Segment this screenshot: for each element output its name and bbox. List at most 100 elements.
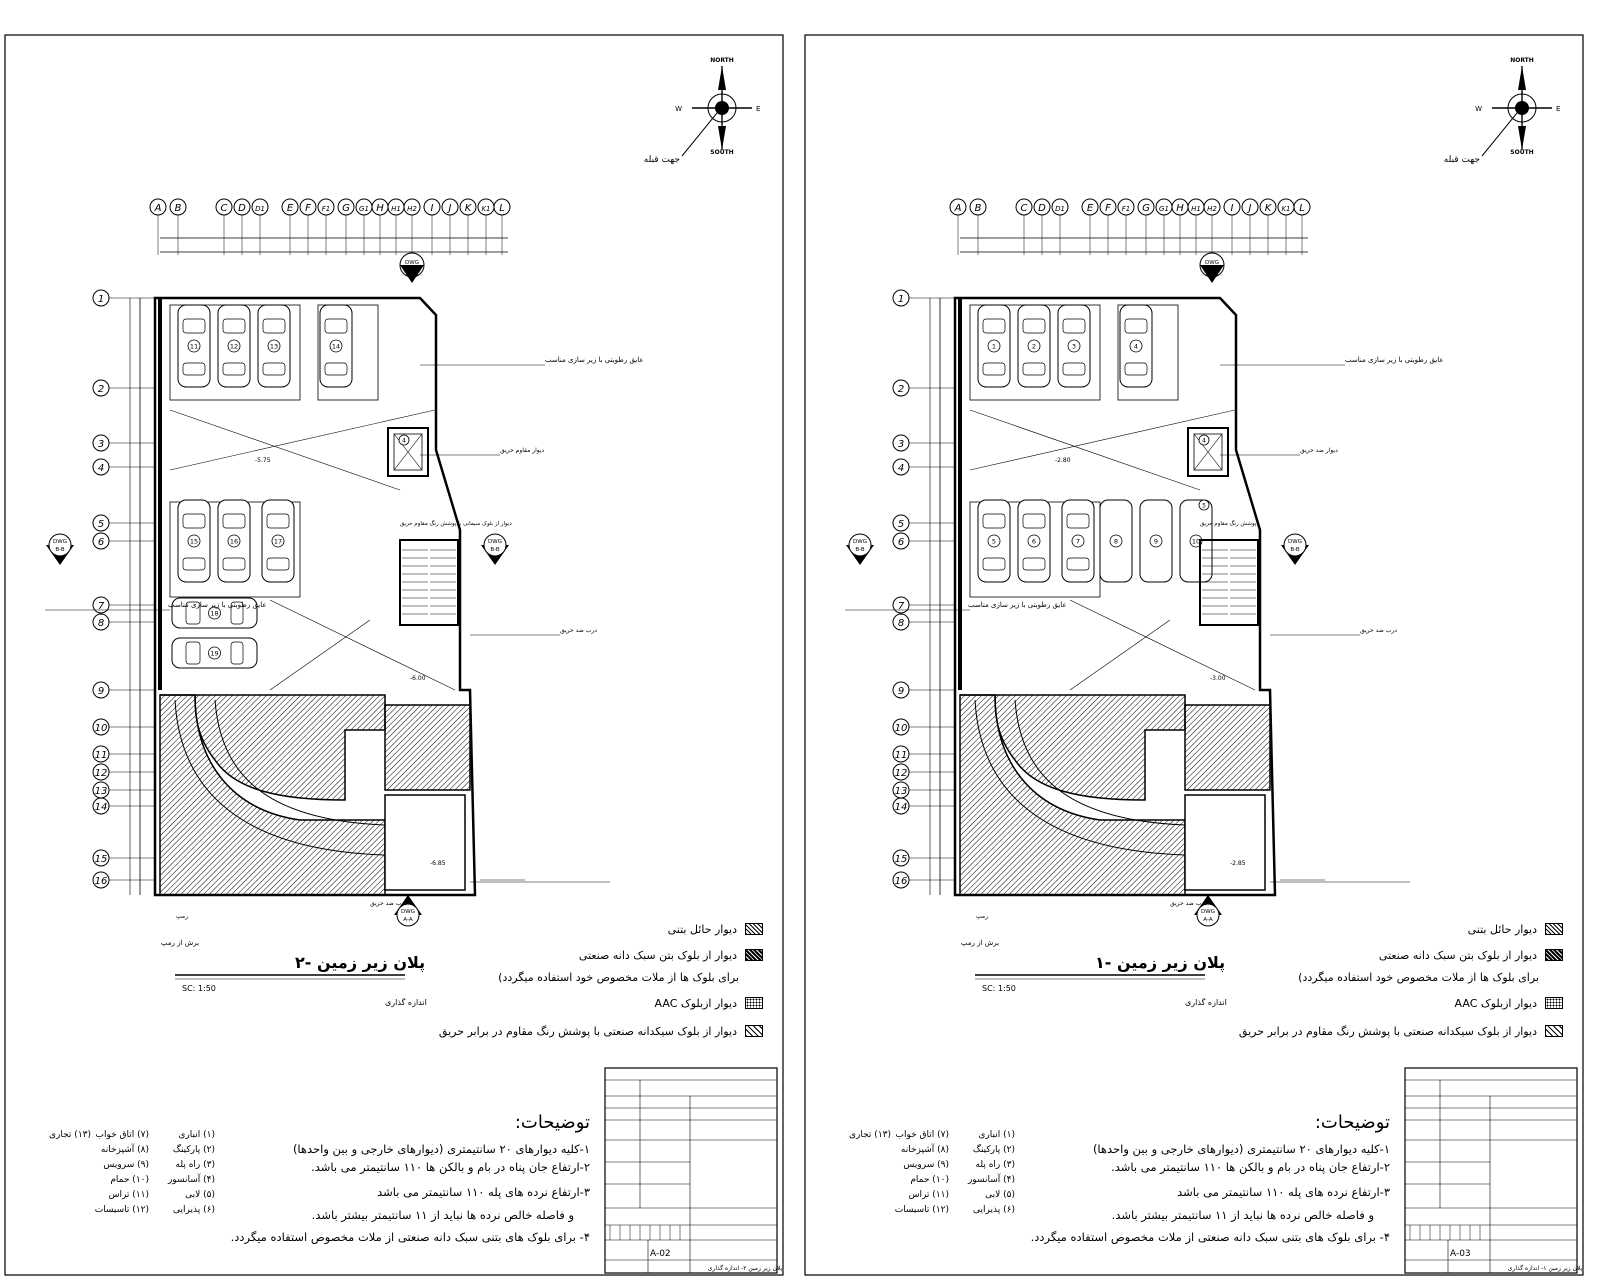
room-key-item: (۱۰) حمام bbox=[110, 1175, 149, 1185]
ramp-area bbox=[959, 694, 1271, 896]
parking-number: 15 bbox=[190, 538, 198, 546]
compass-rose: NORTH SOUTH E W جهت قبله bbox=[1444, 57, 1561, 165]
stair-treads bbox=[402, 549, 456, 615]
svg-text:F: F bbox=[1105, 203, 1111, 214]
grid-column-F1: F1 bbox=[317, 198, 335, 216]
legend-item: برای بلوک ها از ملات مخصوص خود استفاده م… bbox=[1298, 966, 1563, 988]
room-key-item: (۱۲) تاسیسات bbox=[894, 1205, 949, 1215]
grid-column-D: D bbox=[233, 198, 251, 216]
svg-text:14: 14 bbox=[895, 802, 908, 813]
svg-text:H: H bbox=[376, 203, 384, 214]
note-line: ۲-ارتفاع جان پناه در بام و بالکن ها ۱۱۰ … bbox=[1111, 1160, 1390, 1174]
note-moisture-left: عایق رطوبتی با زیر سازی مناسب bbox=[968, 601, 1067, 609]
plan-scale: SC: 1:50 bbox=[982, 984, 1016, 993]
legend-item: دیوار از بلوک بتن سبک دانه صنعتی bbox=[1379, 944, 1563, 966]
svg-text:DWG: DWG bbox=[401, 909, 415, 915]
legend-item: دیوار از بلوک بتن سبک دانه صنعتی bbox=[579, 944, 763, 966]
svg-text:E: E bbox=[287, 203, 294, 214]
room-key-item: (۶) پذیرایی bbox=[973, 1205, 1015, 1215]
stair-treads bbox=[1202, 549, 1256, 615]
qibla-label: جهت قبله bbox=[1444, 155, 1480, 165]
grid-column-E: E bbox=[1081, 198, 1099, 216]
svg-text:10: 10 bbox=[1192, 538, 1200, 546]
svg-text:DWG: DWG bbox=[853, 539, 867, 545]
parking-car-19: 19 bbox=[171, 637, 258, 669]
svg-text:K: K bbox=[1265, 203, 1273, 214]
room-number-markers: 45 bbox=[1198, 434, 1210, 511]
legend-item: دیوار حائل بتنی bbox=[1468, 918, 1563, 940]
grid-column-H2: H2 bbox=[1203, 198, 1221, 216]
room-key-item: (۱) انباری bbox=[178, 1130, 215, 1140]
legend-label: دیوار از بلوک بتن سبک دانه صنعتی bbox=[578, 948, 737, 962]
svg-text:C: C bbox=[1021, 203, 1028, 214]
svg-text:9: 9 bbox=[1154, 538, 1158, 546]
grid-column-G1: G1 bbox=[1155, 198, 1173, 216]
note-line: ۱-کلیه دیوارهای ۲۰ سانتیمتری (دیوارهای خ… bbox=[292, 1142, 590, 1156]
slope-line-2 bbox=[169, 409, 401, 491]
compass-east-label: E bbox=[756, 105, 760, 113]
svg-text:5: 5 bbox=[898, 519, 904, 530]
svg-text:A: A bbox=[954, 203, 962, 214]
svg-text:I: I bbox=[431, 203, 434, 214]
svg-text:K1: K1 bbox=[481, 205, 490, 213]
svg-text:6: 6 bbox=[98, 537, 104, 548]
grid-row-11: 11 bbox=[92, 745, 110, 763]
slope-line-4 bbox=[269, 619, 371, 691]
legend-label: دیوار از بلوک سیکدانه صنعتی با پوشش رنگ … bbox=[1238, 1024, 1537, 1038]
grid-row-15: 15 bbox=[92, 849, 110, 867]
grid-column-J: J bbox=[441, 198, 459, 216]
room-key-item: (۸) آشپزخانه bbox=[900, 1145, 949, 1155]
ramp-area bbox=[159, 694, 471, 896]
grid-row-3: 3 bbox=[92, 434, 110, 452]
grid-row-10: 10 bbox=[892, 718, 910, 736]
note-line: و فاصله خالص نرده ها نباید از ۱۱ سانتیمت… bbox=[311, 1208, 574, 1222]
svg-text:6: 6 bbox=[898, 537, 904, 548]
note-moisture-top: عایق رطوبتی با زیر سازی مناسب bbox=[1345, 356, 1444, 364]
plan-scale: SC: 1:50 bbox=[182, 984, 216, 993]
svg-text:5: 5 bbox=[1202, 503, 1206, 510]
svg-text:G1: G1 bbox=[359, 205, 369, 213]
parking-car-16: 16 bbox=[217, 499, 251, 583]
note-ramp: رمپ bbox=[976, 913, 988, 920]
qibla-label: جهت قبله bbox=[644, 155, 680, 165]
stair-core bbox=[1199, 539, 1259, 626]
grid-column-H2: H2 bbox=[403, 198, 421, 216]
parking-car-12: 12 bbox=[217, 304, 251, 388]
svg-text:DWG: DWG bbox=[405, 260, 419, 266]
parking-zone-top-right bbox=[317, 304, 379, 401]
plan-title: پلان زیر زمین -۲ bbox=[295, 953, 425, 973]
slope-line-3 bbox=[269, 599, 456, 691]
parking-car-18: 18 bbox=[171, 597, 258, 629]
note-line: ۲-ارتفاع جان پناه در بام و بالکن ها ۱۱۰ … bbox=[311, 1160, 590, 1174]
grid-row-16: 16 bbox=[92, 871, 110, 889]
section-marker-bottom: DWG A-A bbox=[394, 895, 422, 927]
grid-column-J: J bbox=[1241, 198, 1259, 216]
room-key-item: (۴) آسانسور bbox=[167, 1175, 215, 1185]
grid-row-8: 8 bbox=[892, 613, 910, 631]
grid-row-12: 12 bbox=[892, 763, 910, 781]
compass-rose: NORTH SOUTH E W جهت قبله bbox=[644, 57, 761, 165]
svg-text:8: 8 bbox=[1114, 538, 1118, 546]
svg-text:J: J bbox=[1247, 203, 1252, 214]
note-fire-door: درب ضد حریق bbox=[1360, 627, 1397, 634]
plan-subtitle: اندازه گذاری bbox=[1185, 997, 1227, 1007]
svg-text:15: 15 bbox=[95, 854, 108, 865]
grid-column-K1: K1 bbox=[477, 198, 495, 216]
parking-number: 19 bbox=[210, 650, 218, 658]
parking-car-10: 10 bbox=[1179, 499, 1213, 583]
level-3: -6.85 bbox=[430, 860, 446, 867]
room-key-item: (۲) پارکینگ bbox=[172, 1145, 215, 1155]
svg-text:D1: D1 bbox=[255, 205, 265, 213]
legend-swatch bbox=[745, 1025, 763, 1037]
svg-text:E: E bbox=[1087, 203, 1094, 214]
slope-line-3 bbox=[1069, 599, 1256, 691]
grid-row-7: 7 bbox=[92, 596, 110, 614]
svg-text:16: 16 bbox=[95, 876, 108, 887]
svg-text:10: 10 bbox=[895, 723, 908, 734]
grid-column-K: K bbox=[1259, 198, 1277, 216]
parking-number: 17 bbox=[274, 538, 282, 546]
